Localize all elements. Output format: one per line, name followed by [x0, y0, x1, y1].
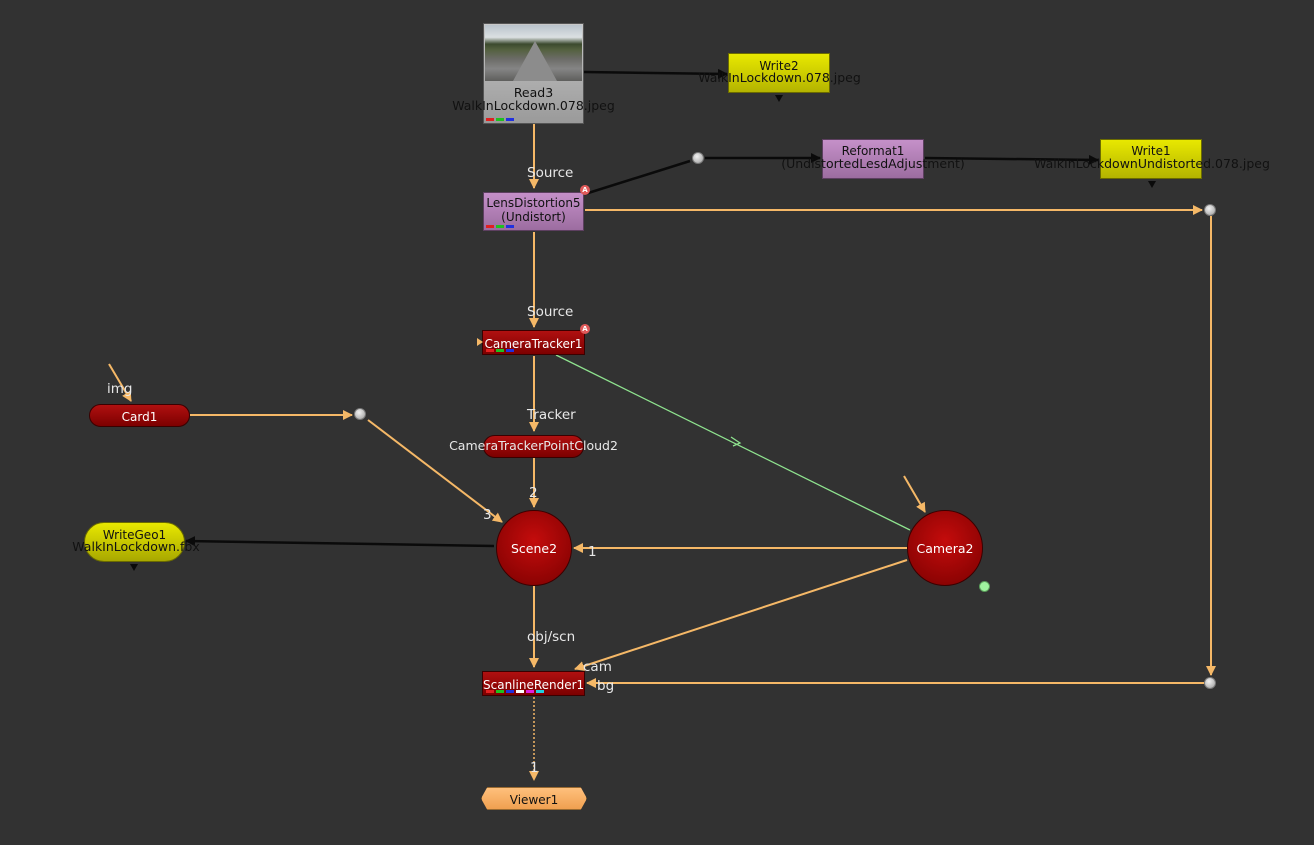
scanline-input-bg: bg	[597, 678, 615, 694]
write2-output-arrow	[775, 95, 783, 102]
writegeo1-name: WriteGeo1	[102, 528, 167, 542]
pipe-camera-input[interactable]	[903, 475, 926, 513]
write2-name: Write2	[759, 59, 799, 73]
scanline-input-cam: cam	[583, 659, 612, 675]
viewer1-name: Viewer1	[509, 793, 559, 807]
reformat1-node[interactable]: Reformat1	[822, 139, 924, 179]
card1-node[interactable]: Card1	[89, 404, 190, 427]
scene2-node[interactable]: Scene2	[496, 510, 572, 586]
lensdistortion5-node[interactable]: LensDistortion5 (Undistort)	[483, 192, 584, 231]
pointcloud-name: CameraTrackerPointCloud2	[449, 438, 618, 453]
pipe-tracker-to-camera[interactable]	[555, 354, 911, 531]
scanline-channels	[486, 690, 546, 693]
read3-name: Read3	[513, 85, 554, 100]
dot-right-bottom[interactable]	[1204, 677, 1216, 689]
card1-name: Card1	[121, 410, 158, 424]
camera-green-dot[interactable]	[979, 581, 990, 592]
scene-input-2: 2	[529, 485, 538, 501]
pipe-img-input[interactable]	[108, 363, 132, 402]
reformat1-name: Reformat1	[841, 144, 905, 158]
pipe-lens-to-dot-top[interactable]	[584, 159, 691, 196]
write1-file: WalkInLockdownUndistorted.078.jpeg	[1034, 156, 1270, 171]
read3-channels	[486, 118, 516, 121]
scene2-name: Scene2	[510, 541, 558, 556]
pipe-reformat-to-write1[interactable]	[924, 154, 1099, 165]
writegeo1-file: WalkInLockdown.fbx	[72, 539, 200, 554]
dot-right-top[interactable]	[1204, 204, 1216, 216]
write1-name: Write1	[1131, 144, 1171, 158]
tracker-input-source: Source	[527, 304, 574, 320]
write1-output-arrow	[1148, 181, 1156, 188]
pointcloud-input-tracker: Tracker	[527, 407, 576, 423]
dot-reformat[interactable]	[692, 152, 704, 164]
viewer-input-1: 1	[530, 760, 539, 776]
pipe-camera-to-scanline[interactable]	[574, 559, 908, 671]
read3-thumbnail	[485, 25, 582, 81]
lens-input-source: Source	[527, 165, 574, 181]
green-pipe-arrow	[730, 436, 742, 447]
pipe-dot-to-scene[interactable]	[367, 419, 503, 523]
write2-node[interactable]: Write2	[728, 53, 830, 93]
read3-node[interactable]: Read3	[483, 23, 584, 124]
pipe-scene-to-writegeo[interactable]	[185, 536, 495, 548]
tracker-channels	[486, 349, 516, 352]
read3-file: WalkInLockdown.078.jpeg	[452, 98, 615, 113]
road-shape	[513, 41, 557, 81]
camera2-name: Camera2	[916, 541, 974, 556]
camera2-node[interactable]: Camera2	[907, 510, 983, 586]
lens-channels	[486, 225, 516, 228]
lens-sub: (Undistort)	[501, 210, 566, 224]
writegeo1-output-arrow	[130, 564, 138, 571]
tracker-warning-icon: A	[580, 324, 590, 334]
lens-warning-icon: A	[580, 185, 590, 195]
scanline-name: ScanlineRender1	[483, 678, 585, 692]
write2-file: WalkInLockdown.078.jpeg	[698, 70, 861, 85]
card-input-img: img	[107, 381, 133, 397]
pipe-read-to-write2[interactable]	[583, 68, 728, 79]
lens-name: LensDistortion5	[486, 196, 581, 210]
scene-input-1: 1	[588, 544, 597, 560]
tracker-name: CameraTracker1	[484, 337, 583, 351]
scene-input-3: 3	[483, 507, 492, 523]
viewer1-node[interactable]: Viewer1	[481, 787, 587, 810]
reformat1-sub: (UndistortedLesdAdjustment)	[781, 156, 965, 171]
dot-card[interactable]	[354, 408, 366, 420]
pointcloud-node[interactable]	[483, 435, 584, 458]
writegeo1-node[interactable]: WriteGeo1	[84, 522, 185, 562]
tracker-mask-arrow	[477, 338, 483, 346]
write1-node[interactable]: Write1	[1100, 139, 1202, 179]
scanline-input-objscn: obj/scn	[527, 629, 576, 645]
